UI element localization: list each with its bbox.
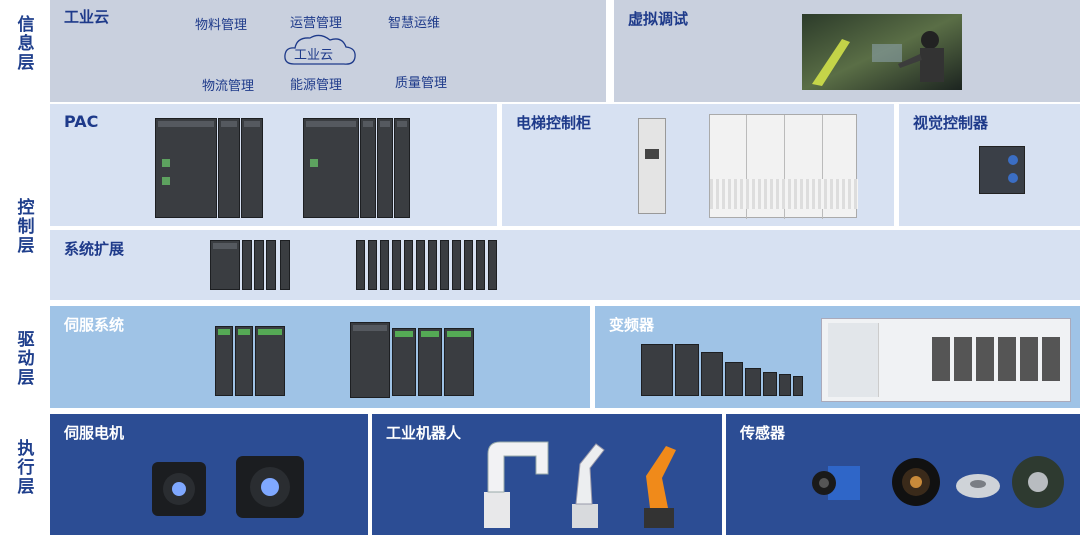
robot-title: 工业机器人 (386, 424, 462, 442)
inverter-unit (793, 376, 803, 396)
pac-io-module (360, 118, 376, 218)
servo-drive (255, 326, 285, 396)
expansion-module (452, 240, 461, 290)
vision-panel: 视觉控制器 (899, 104, 1080, 226)
cloud-item: 运营管理 (290, 16, 343, 31)
expansion-module (476, 240, 485, 290)
servo-drive (350, 322, 390, 398)
expansion-module (428, 240, 437, 290)
pac-title: PAC (64, 112, 99, 131)
servo-drive (418, 328, 442, 396)
inverter-unit (779, 374, 791, 396)
vision-title: 视觉控制器 (913, 114, 989, 132)
expansion-module (392, 240, 401, 290)
expansion-module (440, 240, 449, 290)
cloud-item: 能源管理 (290, 78, 343, 93)
cloud-center-label: 工业云 (294, 48, 334, 63)
layer-label-control: 控 制 层 (17, 198, 35, 256)
cloud-title: 工业云 (64, 8, 110, 26)
layer-label-info: 信 息 层 (17, 15, 35, 73)
expansion-module (488, 240, 497, 290)
inverter-unit (701, 352, 723, 396)
servo-drive (444, 328, 474, 396)
expansion-module (210, 240, 240, 290)
inverter-cabinet (821, 318, 1071, 402)
expansion-module (280, 240, 290, 290)
elevator-cabinet-small (638, 118, 666, 214)
servo-system-title: 伺服系统 (64, 316, 125, 334)
servo-motor-title: 伺服电机 (64, 424, 125, 442)
robot-panel: 工业机器人 (372, 414, 722, 535)
expansion-module (404, 240, 413, 290)
elevator-cabinet-large (709, 114, 858, 219)
expansion-module (356, 240, 365, 290)
vision-controller-device (979, 146, 1025, 194)
virtual-scene-image (802, 14, 962, 90)
virtual-panel: 虚拟调试 (614, 0, 1080, 102)
industrial-robot-image (484, 441, 676, 528)
expansion-module (254, 240, 264, 290)
inverter-unit (763, 372, 777, 396)
servo-motor-panel: 伺服电机 (50, 414, 368, 535)
expansion-module (380, 240, 389, 290)
expansion-title: 系统扩展 (64, 240, 125, 258)
sensor-title: 传感器 (740, 424, 786, 442)
cloud-panel: 工业云 物料管理 运营管理 智慧运维 物流管理 能源管理 质量管理 工业云 (50, 0, 606, 102)
inverter-unit (745, 368, 761, 396)
cloud-item: 物料管理 (195, 18, 248, 33)
expansion-module (416, 240, 425, 290)
expansion-module (242, 240, 252, 290)
inverter-panel: 变频器 (595, 306, 1080, 408)
pac-io-module (241, 118, 263, 218)
pac-io-module (218, 118, 240, 218)
virtual-title: 虚拟调试 (628, 10, 689, 28)
servo-system-panel: 伺服系统 (50, 306, 590, 408)
cloud-item: 智慧运维 (388, 16, 441, 31)
pac-cpu-module (303, 118, 359, 218)
expansion-module (266, 240, 276, 290)
expansion-module (464, 240, 473, 290)
expansion-module (368, 240, 377, 290)
inverter-unit (675, 344, 699, 396)
cloud-icon (284, 34, 356, 65)
servo-drive (235, 326, 253, 396)
pac-cpu-module (155, 118, 217, 218)
sensor-panel: 传感器 (726, 414, 1080, 535)
servo-motor-image (152, 456, 304, 518)
pac-panel: PAC (50, 104, 497, 226)
elevator-title: 电梯控制柜 (516, 114, 592, 132)
cloud-item: 物流管理 (202, 79, 255, 94)
expansion-panel: 系统扩展 (50, 230, 1080, 300)
servo-drive (215, 326, 233, 396)
inverter-unit (725, 362, 743, 396)
cloud-item: 质量管理 (395, 76, 448, 91)
inverter-title: 变频器 (609, 316, 655, 334)
inverter-unit (641, 344, 673, 396)
pac-io-module (394, 118, 410, 218)
layer-label-drive: 驱 动 层 (17, 330, 35, 388)
elevator-panel: 电梯控制柜 (502, 104, 894, 226)
sensors-image (812, 456, 1064, 508)
servo-drive (392, 328, 416, 396)
layer-label-exec: 执 行 层 (17, 439, 35, 497)
pac-io-module (377, 118, 393, 218)
